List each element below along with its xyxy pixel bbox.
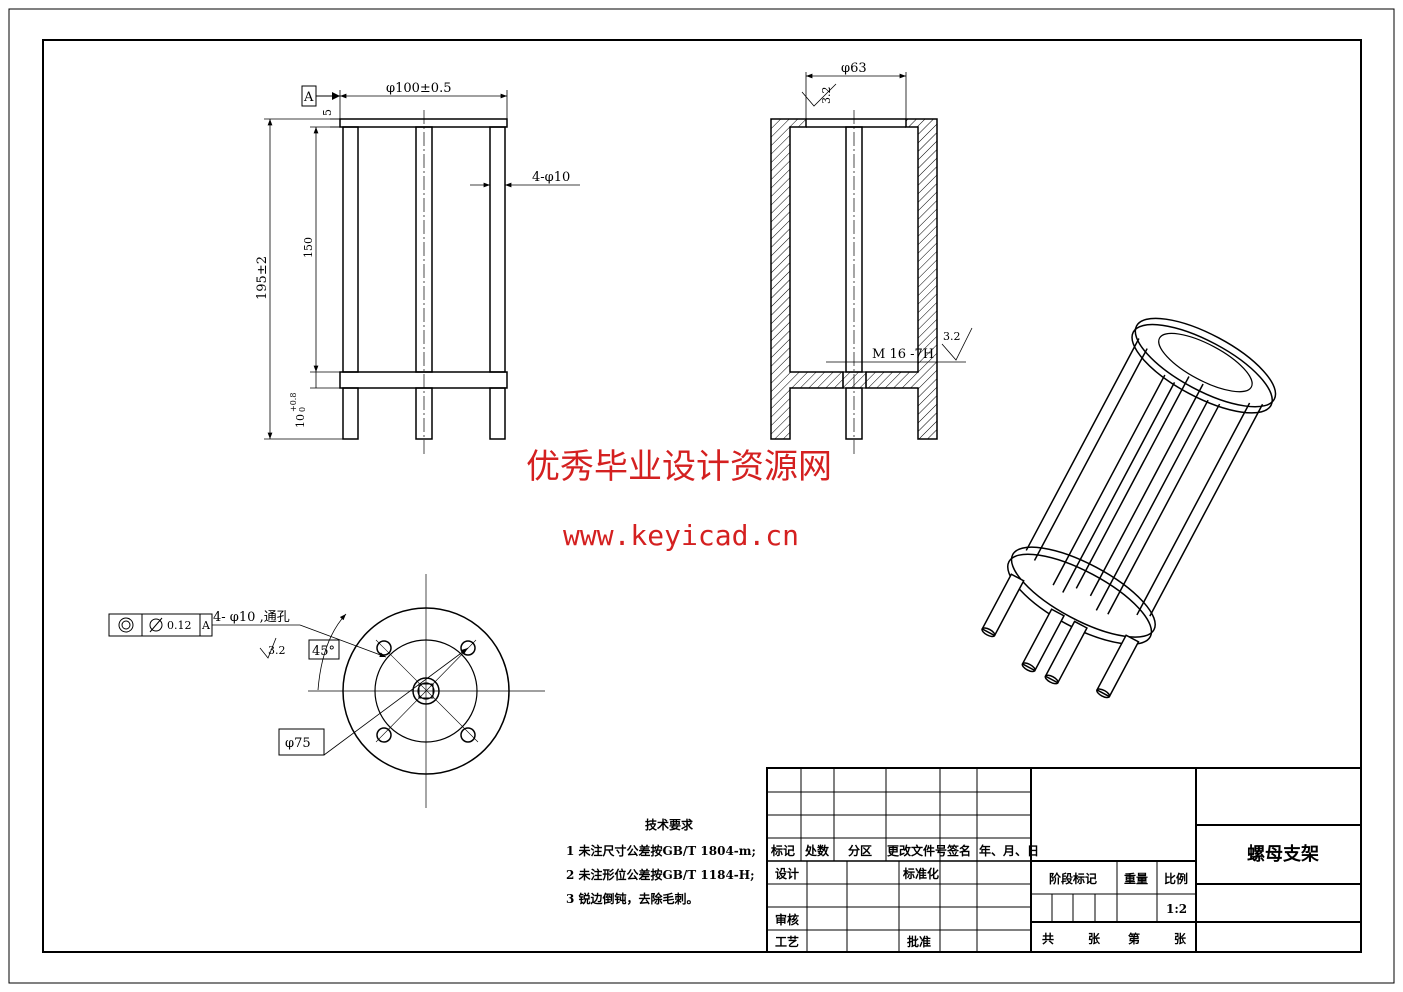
roughness-right: 3.2 bbox=[943, 330, 961, 343]
dim-leg-tol-upper: +0.8 bbox=[289, 393, 298, 412]
watermark-url: www.keyicad.cn bbox=[563, 519, 799, 552]
inner-border bbox=[42, 39, 1362, 953]
tb-process: 工艺 bbox=[775, 934, 799, 949]
dim-leg-tol-lower: 0 bbox=[298, 407, 307, 412]
tb-col-doc: 更改文件号 bbox=[887, 843, 947, 858]
front-view: A φ100±0.5 5 195±2 150 10 +0.8 0 4-φ10 bbox=[255, 81, 580, 455]
tb-col-date: 年、月、日 bbox=[979, 843, 1039, 858]
tolerance-value: 0.12 bbox=[167, 619, 192, 632]
dim-leg: 10 bbox=[294, 414, 307, 428]
tb-sheets: 张 bbox=[1088, 931, 1101, 946]
notes-item-1: 1 未注尺寸公差按GB/T 1804-m; bbox=[566, 843, 756, 858]
outer-border bbox=[8, 8, 1395, 984]
tb-scale-value: 1:2 bbox=[1166, 902, 1187, 916]
tb-col-sign: 签名 bbox=[946, 843, 971, 858]
hole-note: 4- φ10 ,通孔 bbox=[213, 610, 290, 625]
tb-stage-mark: 阶段标记 bbox=[1049, 871, 1097, 886]
title-block bbox=[766, 767, 1362, 953]
dim-holes: 4-φ10 bbox=[532, 170, 570, 185]
dim-diameter-100: φ100±0.5 bbox=[386, 81, 451, 96]
roughness-top: 3.2 bbox=[820, 87, 833, 105]
tb-scale: 比例 bbox=[1164, 871, 1188, 886]
notes-item-3: 3 锐边倒钝，去除毛刺。 bbox=[566, 891, 699, 906]
tb-weight: 重量 bbox=[1124, 871, 1148, 886]
top-roughness: 3.2 bbox=[268, 644, 286, 657]
dim-inner-height: 150 bbox=[302, 237, 315, 258]
tb-design: 设计 bbox=[775, 866, 799, 881]
side-view: φ63 3.2 M 16 -7H 3.2 bbox=[770, 61, 973, 455]
dim-pcd: φ75 bbox=[285, 736, 311, 751]
tb-sheet-no-unit: 张 bbox=[1174, 931, 1187, 946]
part-name: 螺母支架 bbox=[1247, 843, 1319, 865]
notes-title: 技术要求 bbox=[645, 817, 694, 832]
isometric-view bbox=[981, 317, 1277, 699]
datum-a-label: A bbox=[303, 90, 314, 105]
technical-notes: 技术要求 1 未注尺寸公差按GB/T 1804-m; 2 未注形位公差按GB/T… bbox=[566, 817, 756, 906]
dim-top-thickness: 5 bbox=[321, 109, 334, 116]
tb-sheet-no: 第 bbox=[1128, 931, 1140, 946]
angle-label: 45° bbox=[312, 644, 335, 659]
title-block-text: 标记 处数 分区 更改文件号 签名 年、月、日 设计 标准化 审核 工艺 批准 … bbox=[770, 843, 1319, 949]
watermark-site-name: 优秀毕业设计资源网 bbox=[526, 447, 832, 487]
tb-col-zone: 分区 bbox=[848, 843, 872, 858]
tb-standardize: 标准化 bbox=[902, 866, 939, 881]
tb-col-mark: 标记 bbox=[770, 843, 795, 858]
dim-total-height: 195±2 bbox=[255, 256, 270, 300]
top-view: 0.12 A 4- φ10 ,通孔 3.2 45° φ75 bbox=[108, 574, 545, 808]
tolerance-datum: A bbox=[201, 619, 211, 632]
notes-item-2: 2 未注形位公差按GB/T 1184-H; bbox=[566, 867, 755, 882]
dim-bore: φ63 bbox=[841, 61, 867, 76]
tb-total: 共 bbox=[1042, 931, 1054, 946]
tb-col-count: 处数 bbox=[804, 843, 830, 858]
dim-thread: M 16 -7H bbox=[872, 347, 934, 362]
tb-approve: 批准 bbox=[907, 934, 931, 949]
tb-review: 审核 bbox=[775, 912, 799, 927]
